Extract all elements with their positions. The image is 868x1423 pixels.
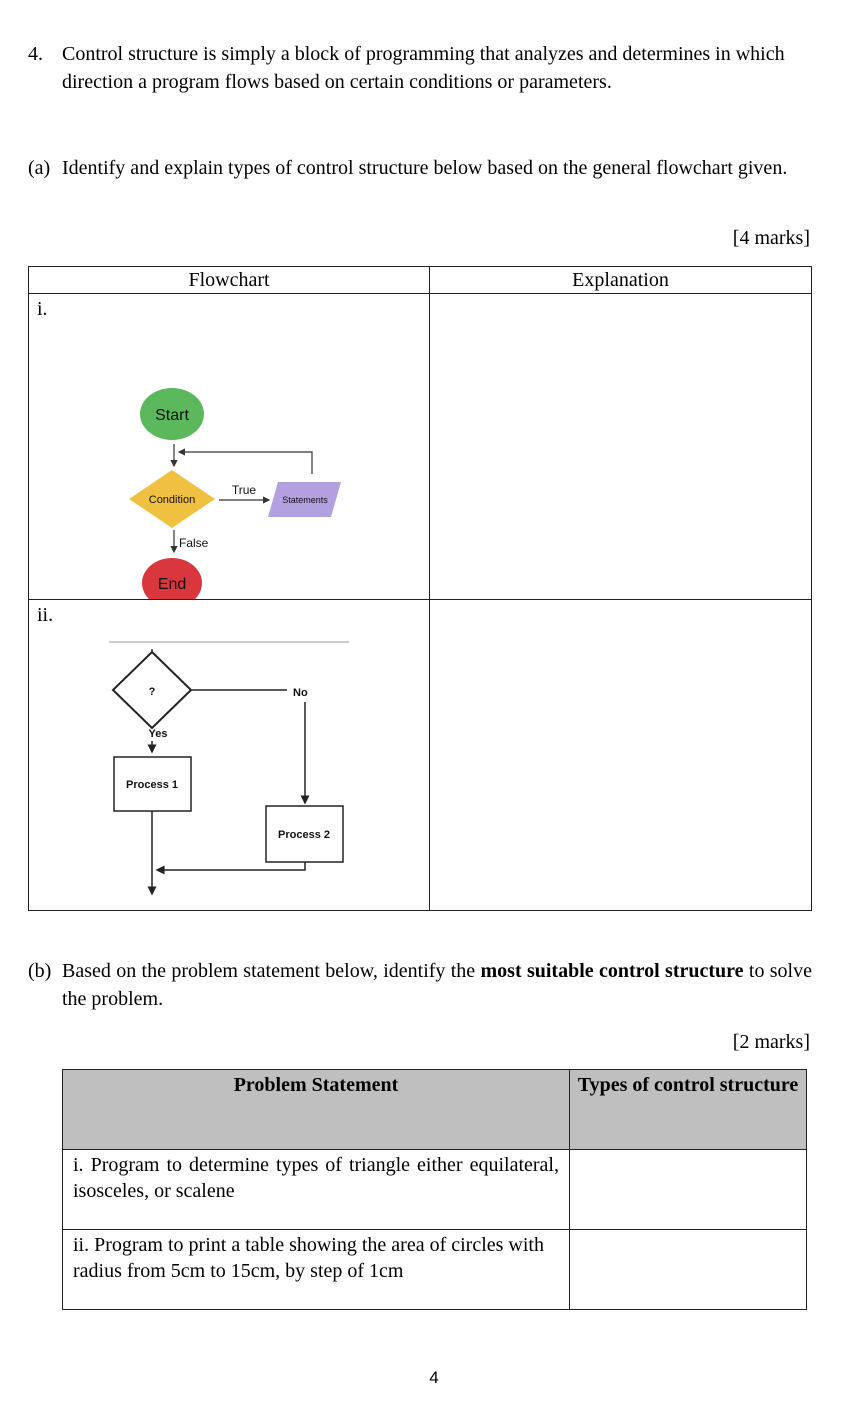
- table-row: ii. Program to print a table showing the…: [62, 1229, 807, 1310]
- problem-table: Problem Statement Types of control struc…: [62, 1069, 807, 1310]
- part-b-text-bold: most suitable control structure: [480, 960, 744, 982]
- table-row: i. Program to determine types of triangl…: [62, 1149, 807, 1230]
- part-b-text: Based on the problem statement below, id…: [62, 957, 812, 1013]
- end-label: End: [158, 576, 186, 593]
- statements-node: [268, 482, 341, 517]
- part-b-label: (b): [28, 960, 52, 982]
- true-label: True: [232, 483, 257, 497]
- part-a-label: (a): [28, 157, 51, 179]
- part-b-marks: [2 marks]: [732, 1031, 810, 1053]
- header-explanation: Explanation: [429, 266, 812, 294]
- question-number: 4.: [28, 43, 43, 65]
- yes-label: Yes: [149, 728, 168, 740]
- problem-statement-ii: ii. Program to print a table showing the…: [62, 1229, 570, 1310]
- header-problem-statement: Problem Statement: [62, 1069, 570, 1150]
- flowchart-cell-ii: ii. ? No Yes Process 1 Proce: [28, 599, 430, 911]
- table-row: ii. ? No Yes Process 1 Proce: [28, 599, 812, 911]
- decision-node: [111, 650, 193, 730]
- table-row: i. Start Condition True Statements Fa: [28, 293, 812, 600]
- part-a-text: Identify and explain types of control st…: [62, 157, 788, 179]
- while-loop-flowchart: Start Condition True Statements False En…: [129, 388, 341, 599]
- part-a-marks: [4 marks]: [732, 227, 810, 249]
- no-label: No: [293, 687, 308, 699]
- merge-line: [155, 862, 306, 875]
- condition-node: [129, 470, 215, 528]
- decision-label: ?: [149, 686, 156, 698]
- process1-label: Process 1: [126, 779, 178, 791]
- question-intro: Control structure is simply a block of p…: [62, 43, 785, 93]
- header-flowchart: Flowchart: [28, 266, 430, 294]
- header-types-of-control: Types of control structure: [569, 1069, 807, 1150]
- explanation-cell-i[interactable]: [429, 293, 812, 600]
- explanation-cell-ii[interactable]: [429, 599, 812, 911]
- problem-statement-i: i. Program to determine types of triangl…: [62, 1149, 570, 1230]
- row-label: i.: [37, 298, 48, 320]
- if-else-flowchart: ? No Yes Process 1 Process 2: [109, 641, 349, 896]
- process2-label: Process 2: [278, 829, 330, 841]
- condition-label: Condition: [149, 494, 195, 506]
- start-label: Start: [155, 407, 189, 424]
- flowchart-cell-i: i. Start Condition True Statements Fa: [28, 293, 430, 600]
- statements-label: Statements: [282, 495, 328, 505]
- part-b-text-after: to solve the problem.: [62, 960, 812, 1010]
- page-number: 4: [429, 1368, 439, 1387]
- start-node: [140, 388, 204, 440]
- part-b-text-before: Based on the problem statement below, id…: [62, 960, 481, 982]
- process2-box: [265, 805, 344, 863]
- answer-cell-i[interactable]: [569, 1149, 807, 1230]
- answer-cell-ii[interactable]: [569, 1229, 807, 1310]
- loop-back-line: [177, 448, 313, 474]
- process1-box: [113, 756, 192, 812]
- false-label: False: [179, 536, 209, 550]
- end-node: [142, 558, 202, 599]
- problem-table-header: Problem Statement Types of control struc…: [62, 1069, 807, 1150]
- flowchart-table-header: Flowchart Explanation: [28, 266, 812, 294]
- flowchart-table: Flowchart Explanation i. Start Condition…: [28, 266, 812, 911]
- row-label: ii.: [37, 604, 54, 626]
